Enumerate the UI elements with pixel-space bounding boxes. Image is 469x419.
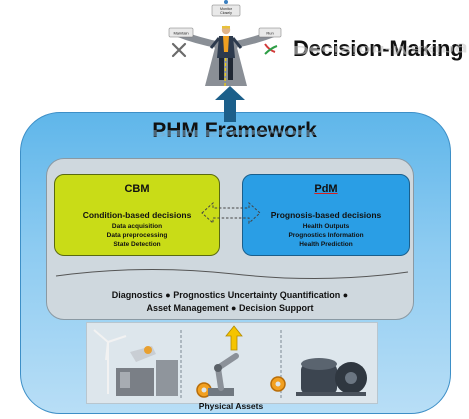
pdm-item: Health Prediction bbox=[299, 241, 353, 248]
cbm-box: CBM Condition-based decisions Data acqui… bbox=[54, 174, 220, 256]
cbm-heading: Condition-based decisions bbox=[82, 210, 192, 220]
double-arrow-icon bbox=[201, 201, 261, 225]
pdm-heading: Prognosis-based decisions bbox=[270, 210, 382, 220]
capabilities-line-2: Asset Management ● Decision Support bbox=[146, 303, 314, 313]
phm-title: PHM Framework bbox=[152, 119, 317, 142]
cbm-item: Data preprocessing bbox=[106, 232, 168, 239]
sign-left: Maintain bbox=[173, 31, 188, 36]
decision-making-illustration: Maintain Run Monitor Closely bbox=[168, 0, 282, 86]
physical-assets-illustration bbox=[93, 325, 367, 400]
wave-divider bbox=[55, 268, 409, 280]
cbm-item: Data acquisition bbox=[111, 223, 163, 230]
pdm-item: Prognostics Information bbox=[288, 232, 364, 239]
decision-making-title: Decision-Making bbox=[293, 36, 464, 61]
decision-making-reflection: Decision-Making bbox=[293, 43, 468, 57]
pdm-item: Health Outputs bbox=[302, 223, 350, 230]
physical-assets-label: Physical Assets bbox=[198, 401, 264, 411]
phm-title-reflection: PHM Framework bbox=[152, 127, 317, 138]
pdm-title: PdM bbox=[314, 183, 338, 195]
capabilities-line-1: Diagnostics ● Prognostics Uncertainty Qu… bbox=[111, 290, 349, 300]
cbm-title: CBM bbox=[124, 183, 150, 195]
arrow-up-icon bbox=[215, 86, 245, 122]
pdm-box: PdM Prognosis-based decisions Health Out… bbox=[242, 174, 410, 256]
cbm-item: State Detection bbox=[113, 241, 161, 248]
svg-text:Monitor: Monitor bbox=[220, 7, 233, 11]
sign-right: Run bbox=[266, 31, 273, 36]
svg-text:Closely: Closely bbox=[220, 11, 232, 15]
